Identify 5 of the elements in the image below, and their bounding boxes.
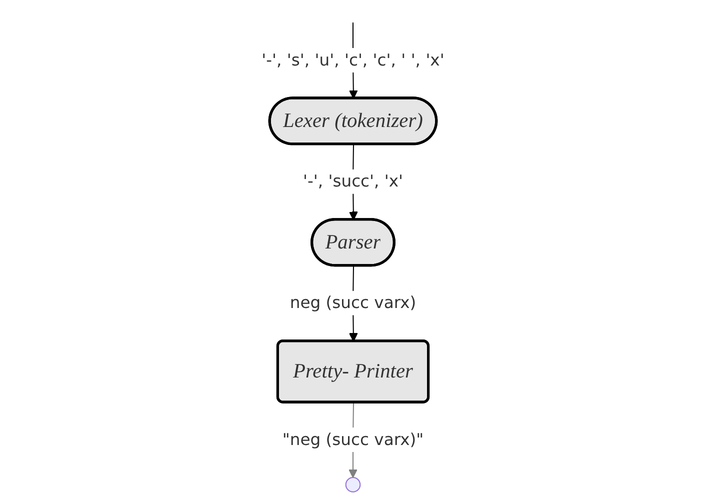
edge-label: "neg (succ varx)" (282, 430, 424, 449)
edge-label: neg (succ varx) (290, 292, 416, 312)
edge-label: '-', 'succ', 'x' (302, 171, 404, 191)
node-circle (345, 477, 361, 492)
edge-label: '-', 's', 'u', 'c', 'c', ' ', 'x' (262, 50, 444, 70)
